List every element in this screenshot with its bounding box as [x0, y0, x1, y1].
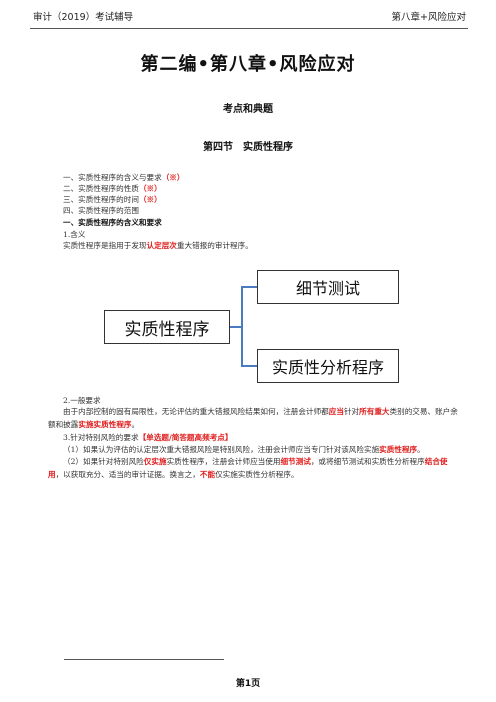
definition-text: 实质性程序是指用于发现认定层次重大错报的审计程序。: [63, 241, 253, 250]
page-title: 第二编•第八章•风险应对: [140, 54, 356, 75]
connector: [241, 287, 243, 367]
header-doc-title: 审计（2019）考试辅导: [33, 12, 134, 23]
general-requirement-text: 由于内部控制的固有局限性，无论评估的重大错报风险结果如何，注册会计师都应当针对所…: [48, 407, 458, 429]
heading-meaning: 一、实质性程序的含义和要求: [63, 218, 162, 227]
special-risk-rule-1: （1）如果认为评估的认定层次重大错报风险是特别风险，注册会计师应当专门针对该风险…: [63, 445, 425, 454]
toc-item: 一、实质性程序的含义与要求（※）: [63, 173, 185, 182]
page-subtitle: 考点和典题: [223, 104, 273, 115]
connector: [241, 286, 257, 288]
subheading-definition: 1.含义: [63, 230, 86, 239]
footer-divider: [64, 659, 224, 660]
section-title: 第四节 实质性程序: [203, 142, 293, 153]
toc-item: 二、实质性程序的性质（※）: [63, 184, 162, 193]
diagram-node-substantive-procedure: 实质性程序: [104, 310, 230, 344]
header-divider: [30, 28, 468, 29]
header-chapter: 第八章+风险应对: [391, 12, 466, 23]
toc-item: 四、实质性程序的范围: [63, 206, 139, 215]
subheading-special-risk: 3.针对特别风险的要求【单选题/简答题高频考点】: [63, 433, 233, 442]
page-number: 第1页: [235, 679, 261, 689]
toc-item: 三、实质性程序的时间（※）: [63, 195, 162, 204]
special-risk-rule-2: （2）如果针对特别风险仅实施实质性程序，注册会计师应当使用细节测试，或将细节测试…: [48, 457, 448, 479]
diagram-node-analytical-procedure: 实质性分析程序: [257, 349, 399, 383]
diagram-node-detail-test: 细节测试: [257, 270, 399, 304]
connector: [241, 365, 257, 367]
subheading-general-requirement: 2.一般要求: [63, 396, 101, 405]
procedure-diagram: 实质性程序 细节测试 实质性分析程序: [96, 270, 416, 385]
connector: [230, 326, 242, 328]
